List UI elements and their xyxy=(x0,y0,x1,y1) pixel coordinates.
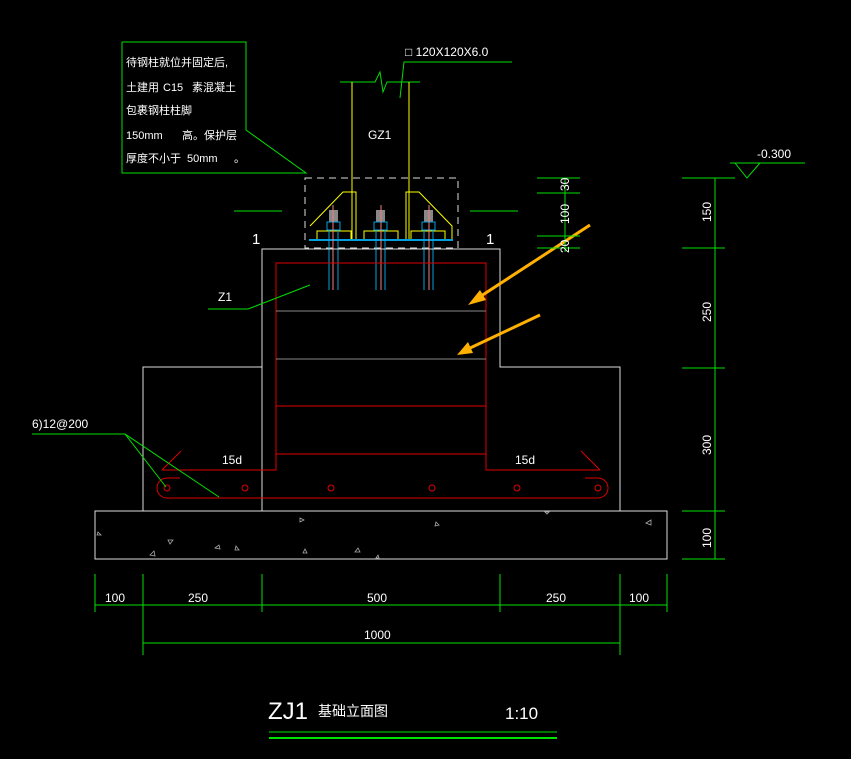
drawing-title: ZJ1 基础立面图 1:10 xyxy=(268,698,557,739)
hook-length-left: 15d xyxy=(222,453,242,467)
dim-bottom-250-left: 250 xyxy=(188,591,208,605)
note-line-3: 包裹钢柱柱脚 xyxy=(126,103,192,117)
title-scale: 1:10 xyxy=(505,704,538,723)
dim-total-1000: 1000 xyxy=(364,628,391,642)
pedestal-label: Z1 xyxy=(218,290,232,304)
note-line-5a: 厚度不小于 xyxy=(126,151,181,165)
dim-bottom-100-left: 100 xyxy=(105,591,125,605)
blinding-hatch xyxy=(96,511,652,559)
elevation-marker xyxy=(682,162,805,179)
dim-bottom-100-right: 100 xyxy=(629,591,649,605)
column-base xyxy=(304,177,459,290)
dim-bottom-250-right: 250 xyxy=(546,591,566,605)
section-mark-left: 1 xyxy=(252,231,260,248)
rebar-cage xyxy=(156,262,609,499)
rebar-label: 6)12@200 xyxy=(32,417,89,431)
right-dimensions xyxy=(537,177,725,560)
dim-300: 300 xyxy=(700,435,714,455)
note-line-1: 待钢柱就位并固定后, xyxy=(126,55,228,69)
column-section-label: □ 120X120X6.0 xyxy=(405,45,489,59)
bottom-dimension-labels: 100 250 500 250 100 1000 xyxy=(105,591,649,642)
note-line-4a: 150mm xyxy=(126,130,163,142)
pedestal-outline xyxy=(94,248,668,560)
right-dimension-labels: 150 250 300 100 30 100 20 xyxy=(558,177,714,548)
note-line-2c: 素混凝土 xyxy=(192,80,236,94)
dim-250: 250 xyxy=(700,302,714,322)
note-callout xyxy=(121,41,308,174)
note-line-5b: 50mm xyxy=(187,153,218,165)
dim-20: 20 xyxy=(558,239,572,253)
leaders xyxy=(32,210,518,498)
steel-column-gz1: □ 120X120X6.0 GZ1 xyxy=(340,45,512,240)
annotation-arrows xyxy=(457,223,591,355)
note-line-4b: 高。保护层 xyxy=(182,128,237,142)
dim-30: 30 xyxy=(558,177,572,191)
dim-100: 100 xyxy=(700,528,714,548)
dim-bottom-500: 500 xyxy=(367,591,387,605)
dim-150: 150 xyxy=(700,202,714,222)
section-mark-right: 1 xyxy=(486,231,494,248)
bottom-dimensions xyxy=(94,574,668,655)
note-line-2a: 土建用 xyxy=(126,80,159,94)
title-code: ZJ1 xyxy=(268,698,308,725)
note-line-2b: C15 xyxy=(163,82,183,94)
elevation-label: -0.300 xyxy=(757,147,791,161)
dim-100-small: 100 xyxy=(558,204,572,224)
column-label: GZ1 xyxy=(368,128,392,142)
hook-length-right: 15d xyxy=(515,453,535,467)
title-name: 基础立面图 xyxy=(318,703,388,719)
note-text: 待钢柱就位并固定后, 土建用 C15 素混凝土 包裹钢柱柱脚 150mm 高。保… xyxy=(126,55,245,165)
note-line-5c: 。 xyxy=(234,153,245,165)
